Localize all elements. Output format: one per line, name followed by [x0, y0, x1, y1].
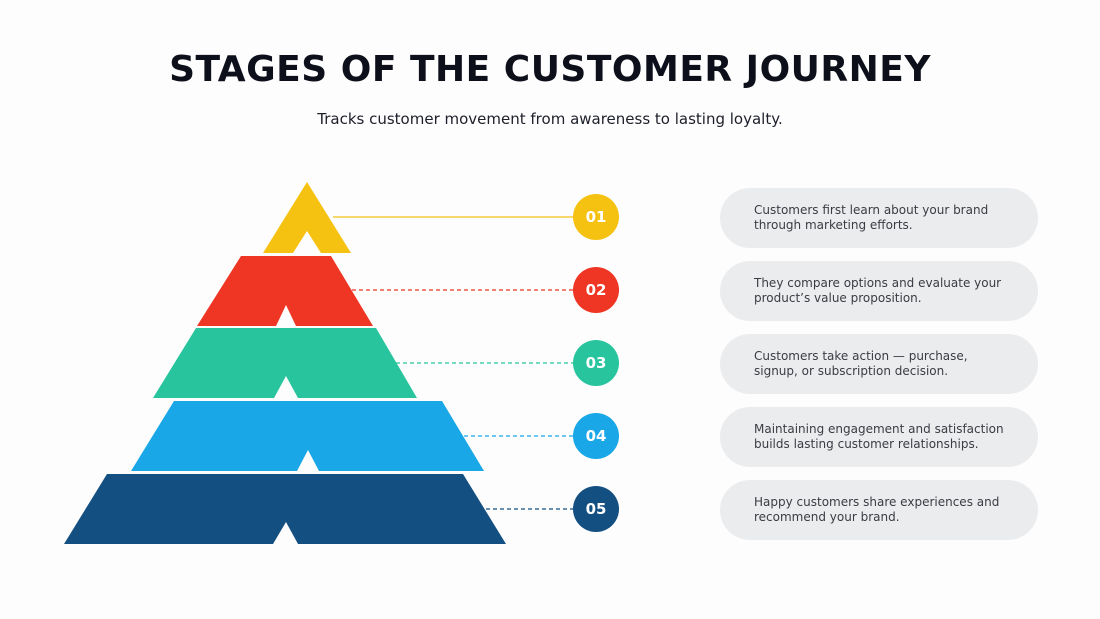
pyramid-layer-2	[197, 256, 373, 326]
pyramid-layer-4	[131, 401, 484, 471]
stage-badge-5: 05	[573, 486, 619, 532]
stage-badge-4: 04	[573, 413, 619, 459]
stage-description-text: Happy customers share experiences and re…	[754, 495, 1000, 524]
stage-description-1: Customers first learn about your brand t…	[720, 188, 1038, 248]
stage-badge-2: 02	[573, 267, 619, 313]
stage-description-text: They compare options and evaluate your p…	[754, 276, 1002, 305]
stage-description-2: They compare options and evaluate your p…	[720, 261, 1038, 321]
stage-description-text: Customers first learn about your brand t…	[754, 203, 989, 232]
pyramid-layer-1	[263, 182, 351, 253]
page-title: STAGES OF THE CUSTOMER JOURNEY	[169, 49, 931, 90]
stage-description-text: Customers take action — purchase, signup…	[754, 349, 968, 378]
stage-badge-3: 03	[573, 340, 619, 386]
stage-description-3: Customers take action — purchase, signup…	[720, 334, 1038, 394]
pyramid-layer-5	[64, 474, 506, 544]
page-subtitle: Tracks customer movement from awareness …	[317, 110, 783, 128]
stage-description-text: Maintaining engagement and satisfaction …	[754, 422, 1004, 451]
stage-description-5: Happy customers share experiences and re…	[720, 480, 1038, 540]
stage-description-4: Maintaining engagement and satisfaction …	[720, 407, 1038, 467]
pyramid-layer-3	[153, 328, 417, 398]
stage-badge-1: 01	[573, 194, 619, 240]
